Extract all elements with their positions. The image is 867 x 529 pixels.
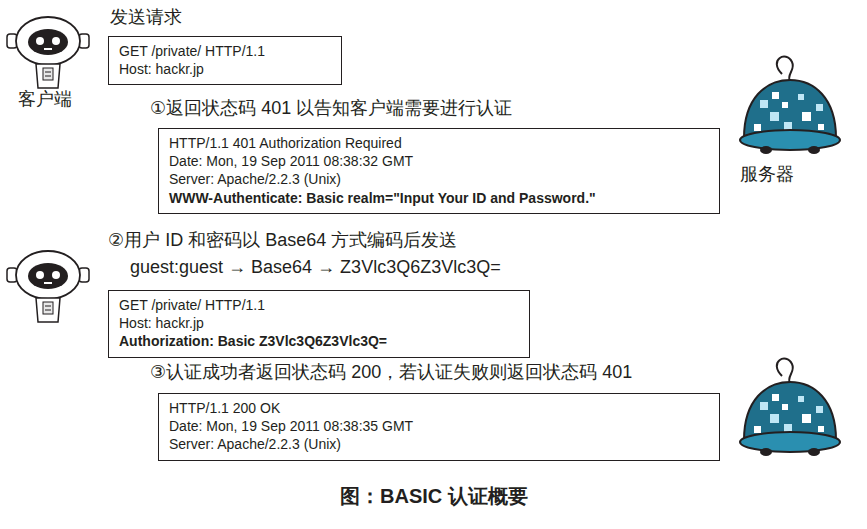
http-line: GET /private/ HTTP/1.1	[119, 42, 331, 60]
http-line: Date: Mon, 19 Sep 2011 08:38:35 GMT	[169, 417, 709, 435]
http-line: HTTP/1.1 200 OK	[169, 399, 709, 417]
step-note: guest:guest → Base64 → Z3Vlc3Q6Z3Vlc3Q=	[130, 256, 501, 279]
message-box: GET /private/ HTTP/1.1Host: hackr.jp	[108, 36, 342, 85]
actor-label: 客户端	[18, 88, 72, 111]
step-note: ③认证成功者返回状态码 200，若认证失败则返回状态码 401	[150, 361, 632, 384]
client-robot	[7, 251, 89, 322]
figure-caption: 图：BASIC 认证概要	[340, 483, 528, 510]
http-line: Host: hackr.jp	[119, 314, 519, 332]
message-box: HTTP/1.1 200 OKDate: Mon, 19 Sep 2011 08…	[158, 393, 720, 461]
server-robot	[740, 57, 840, 154]
server-robot	[740, 359, 840, 456]
http-line: Server: Apache/2.2.3 (Unix)	[169, 170, 709, 188]
step-note: ②用户 ID 和密码以 Base64 方式编码后发送	[108, 229, 457, 252]
message-box: HTTP/1.1 401 Authorization RequiredDate:…	[158, 128, 720, 214]
http-line: Host: hackr.jp	[119, 60, 331, 78]
http-line: Server: Apache/2.2.3 (Unix)	[169, 435, 709, 453]
step-note: ①返回状态码 401 以告知客户端需要进行认证	[150, 97, 512, 120]
http-line: Date: Mon, 19 Sep 2011 08:38:32 GMT	[169, 152, 709, 170]
http-line: HTTP/1.1 401 Authorization Required	[169, 134, 709, 152]
client-robot	[7, 17, 89, 88]
actor-label: 服务器	[740, 163, 794, 186]
http-line: WWW-Authenticate: Basic realm="Input You…	[169, 189, 709, 207]
http-line: GET /private/ HTTP/1.1	[119, 296, 519, 314]
step-note: 发送请求	[110, 6, 182, 29]
http-line: Authorization: Basic Z3Vlc3Q6Z3Vlc3Q=	[119, 332, 519, 350]
message-box: GET /private/ HTTP/1.1Host: hackr.jpAuth…	[108, 290, 530, 358]
